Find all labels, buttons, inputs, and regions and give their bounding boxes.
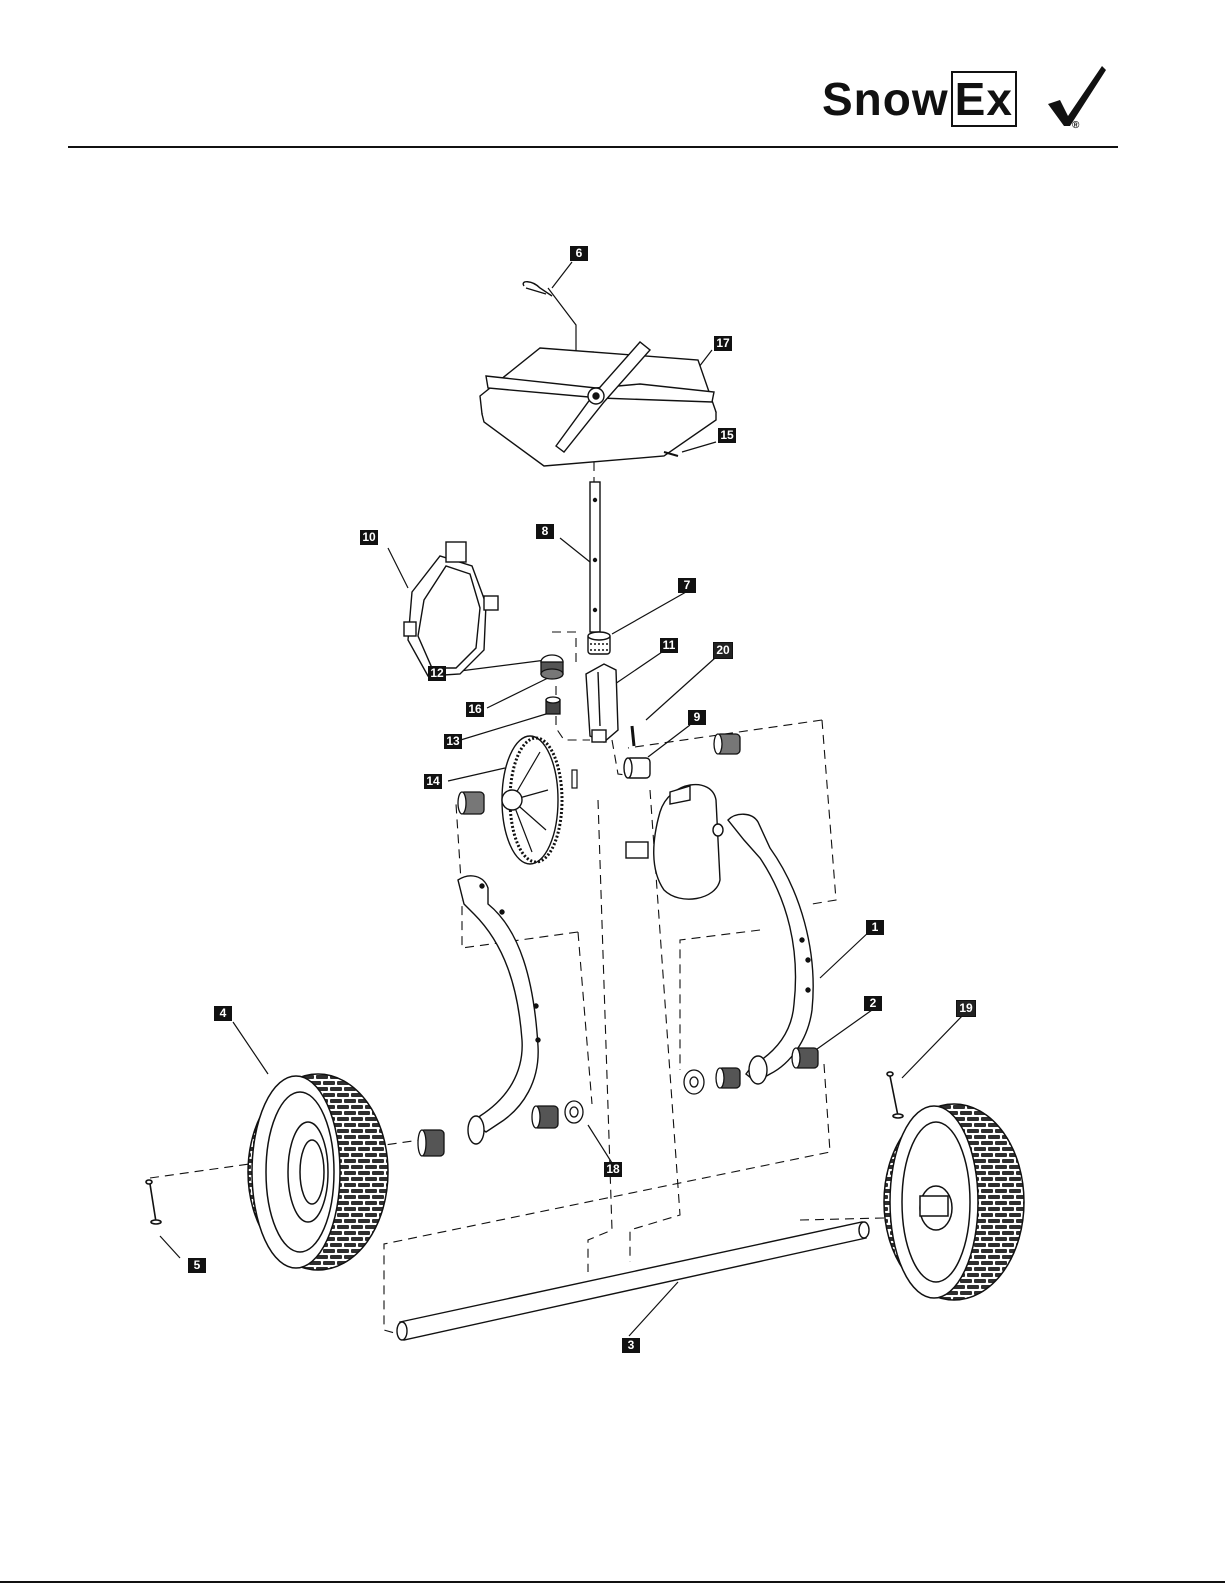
part-gearbox-body xyxy=(626,785,723,900)
callout-13: 13 xyxy=(444,734,462,749)
part-spring xyxy=(632,726,634,746)
part-bracket xyxy=(586,664,618,742)
part-bushing-top xyxy=(588,632,610,654)
callout-3: 3 xyxy=(622,1338,640,1353)
callout-4: 4 xyxy=(214,1006,232,1021)
part-wheel-left xyxy=(248,1074,388,1270)
part-bushing xyxy=(624,758,650,778)
callout-2: 2 xyxy=(864,996,882,1011)
part-wheel-right xyxy=(884,1104,1024,1300)
part-hopper-plate xyxy=(480,342,716,466)
part-collar-set-right xyxy=(684,1068,740,1094)
callout-19: 19 xyxy=(956,1000,976,1017)
part-pinion-gears xyxy=(541,655,563,714)
callout-5: 5 xyxy=(188,1258,206,1273)
part-axle-pin-right xyxy=(887,1072,903,1118)
callout-12: 12 xyxy=(428,666,446,681)
part-gear-wheel xyxy=(502,736,562,864)
callout-11: 11 xyxy=(660,638,678,653)
callout-14: 14 xyxy=(424,774,442,789)
callout-1: 1 xyxy=(866,920,884,935)
part-frame-leg-left xyxy=(458,876,540,1144)
part-axle xyxy=(397,1222,869,1340)
part-axle-pin-left xyxy=(146,1180,161,1224)
callout-8: 8 xyxy=(536,524,554,539)
callout-6: 6 xyxy=(570,246,588,261)
footer-rule xyxy=(0,1581,1225,1583)
callout-10: 10 xyxy=(360,530,378,545)
callout-15: 15 xyxy=(718,428,736,443)
callout-17: 17 xyxy=(714,336,732,351)
part-bearing-right xyxy=(792,1048,818,1068)
callout-20: 20 xyxy=(713,642,733,659)
part-frame-leg-right xyxy=(728,814,813,1084)
part-gearbox-cover xyxy=(404,542,498,676)
callout-18: 18 xyxy=(604,1162,622,1177)
part-small-pin xyxy=(572,770,577,788)
callout-7: 7 xyxy=(678,578,696,593)
callout-16: 16 xyxy=(466,702,484,717)
callout-9: 9 xyxy=(688,710,706,725)
part-hair-pin xyxy=(523,282,552,296)
part-bearing-right-upper xyxy=(714,734,740,754)
part-shaft xyxy=(590,482,600,632)
part-bearing-left-upper xyxy=(458,792,484,814)
